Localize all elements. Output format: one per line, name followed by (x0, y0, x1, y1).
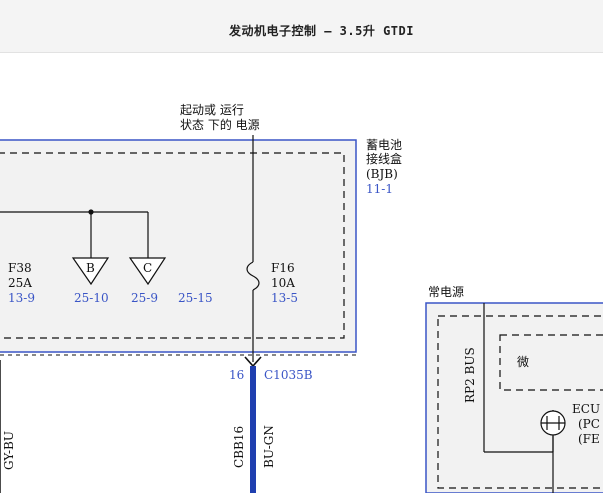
ecu-line1: ECU (572, 402, 600, 416)
wire-gy-bu-label: GY-BU (2, 431, 16, 470)
ecu-line3: (FE (578, 432, 600, 446)
connector-c-letter: C (143, 261, 152, 275)
micro-dashed-box (499, 334, 603, 391)
bjb-label-line1: 蓄电池 (366, 138, 402, 152)
page-title: 发动机电子控制 – 3.5升 GTDI (229, 24, 414, 38)
rp2-bus-label: RP2 BUS (463, 347, 477, 403)
connector-c-ref: 25-9 (131, 291, 158, 305)
pcm-box (425, 302, 603, 493)
bjb-inner-dashed-box (0, 152, 345, 339)
bjb-box (0, 139, 357, 353)
const-power-label: 常电源 (428, 285, 464, 299)
power-label-line1: 起动或 运行 (180, 103, 244, 117)
fuse-f16-ref: 13-5 (271, 291, 298, 305)
micro-label: 微 (517, 355, 529, 369)
ecu-line2: (PC (578, 417, 600, 431)
c1035b-pin: 16 (229, 368, 244, 382)
power-label-line2: 状态 下的 电源 (180, 117, 260, 132)
fuse-f38-ref: 13-9 (8, 291, 35, 305)
ref-25-15: 25-15 (178, 291, 213, 305)
fuse-f38-rating: 25A (8, 276, 32, 290)
fuse-f16-name: F16 (271, 261, 295, 275)
fuse-f38-name: F38 (8, 261, 32, 275)
c1035b-label: C1035B (264, 368, 313, 382)
connector-b-ref: 25-10 (74, 291, 109, 305)
bjb-label-line3: (BJB) (366, 167, 398, 181)
connector-c-triangle (128, 257, 167, 286)
fuse-f16-rating: 10A (271, 276, 295, 290)
connector-b-letter: B (86, 261, 95, 275)
header-bar: 发动机电子控制 – 3.5升 GTDI (0, 0, 603, 53)
bjb-label-line2: 接线盒 (366, 151, 402, 166)
wire-cbb16-label: CBB16 (232, 426, 246, 468)
connector-b-triangle (71, 257, 110, 286)
bjb-ref: 11-1 (366, 182, 393, 196)
wire-bu-gn (250, 366, 256, 493)
fuse-f16-symbol (246, 261, 260, 291)
pcm-inner-dashed-box (437, 315, 603, 489)
wire-bu-gn-label: BU-GN (262, 425, 276, 468)
